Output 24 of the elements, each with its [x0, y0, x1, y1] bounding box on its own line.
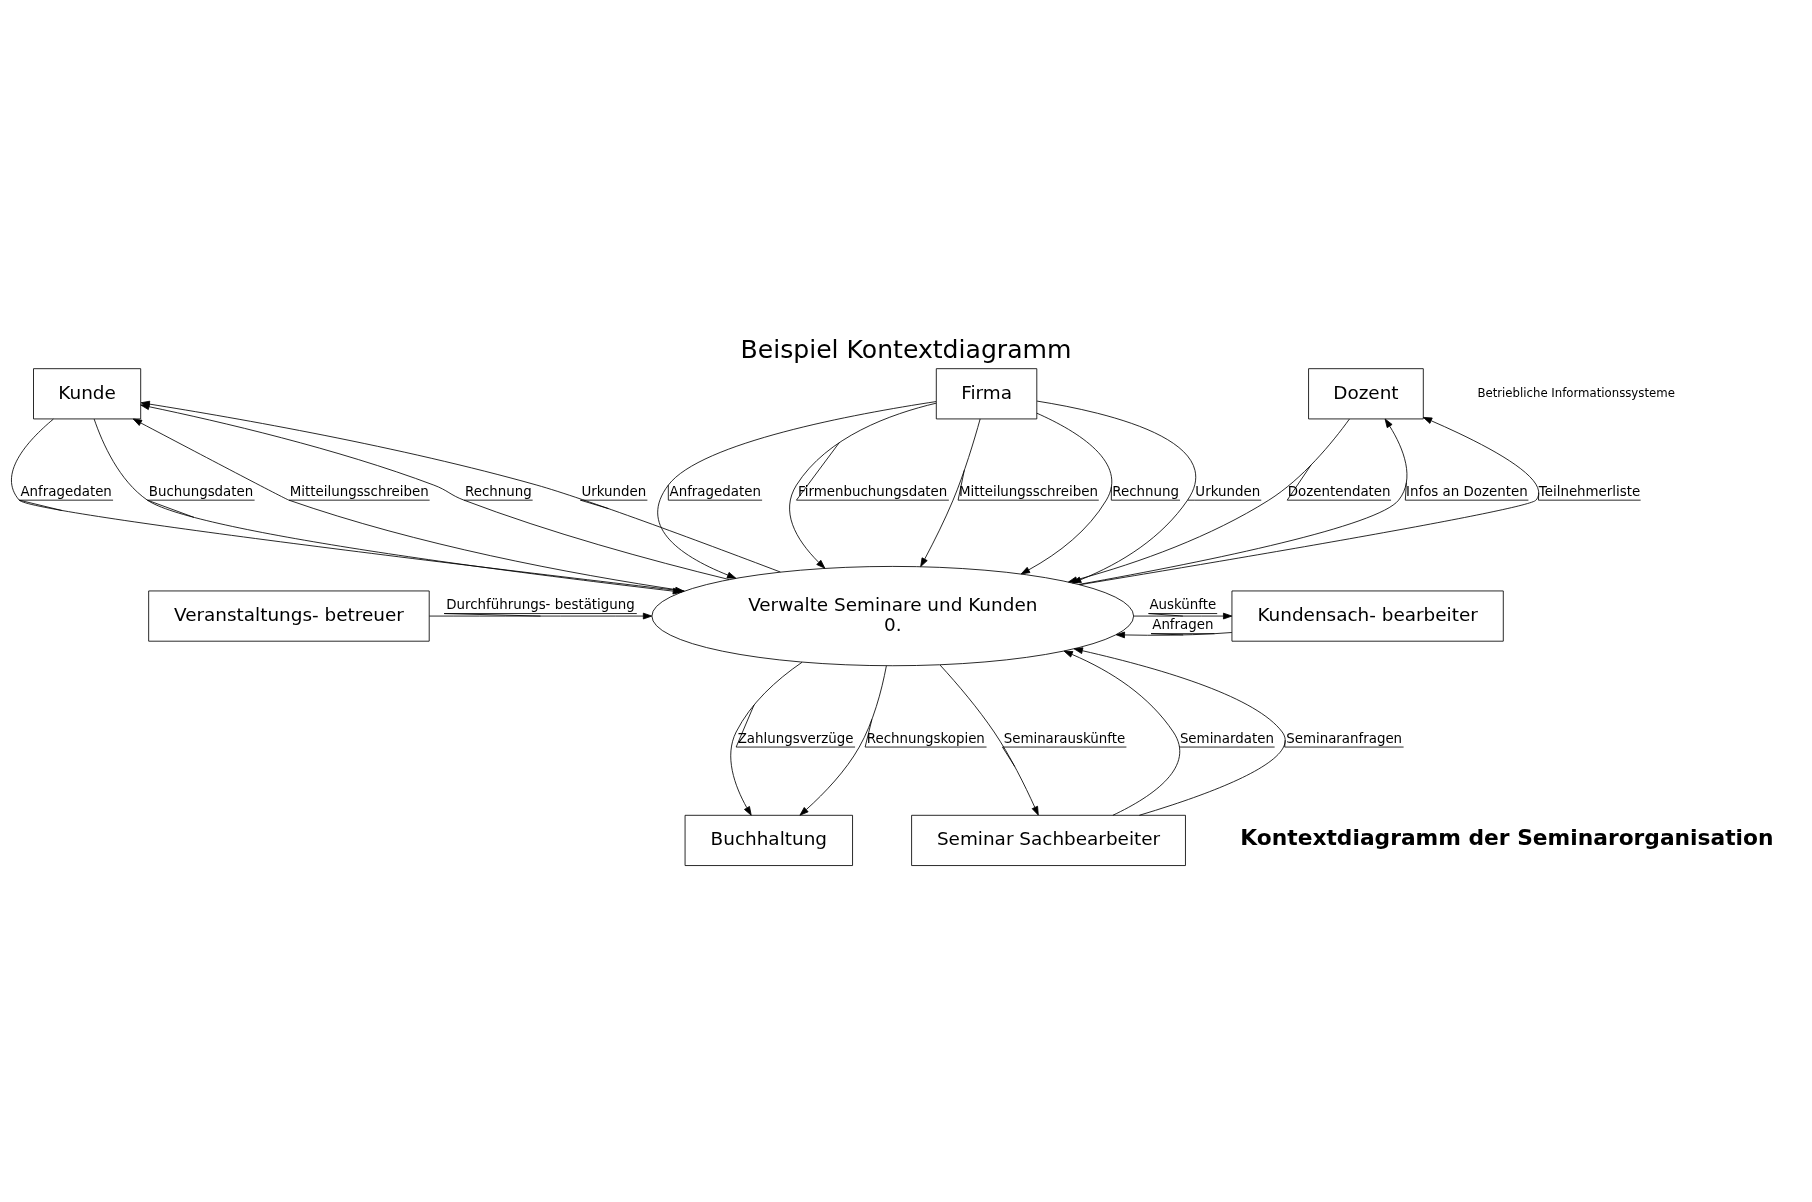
edge-label: Seminaranfragen: [1286, 730, 1403, 746]
edge-label: Anfragedaten: [20, 483, 112, 499]
label: Kontextdiagramm der Seminarorganisation: [1240, 824, 1774, 850]
edge-label: Firmenbuchungsdaten: [798, 483, 948, 499]
edge-label: Urkunden: [581, 483, 647, 499]
diagram-title: Beispiel Kontextdiagramm: [740, 334, 1072, 364]
edge-label: Rechnung: [464, 483, 532, 499]
edge-label: Seminarauskünfte: [1003, 730, 1126, 746]
edge-label: Rechnungskopien: [866, 730, 985, 746]
edge-label: Mitteilungsschreiben: [958, 483, 1098, 499]
edge-label: Anfragen: [1152, 617, 1214, 633]
edge-label: Anfragedaten: [669, 483, 761, 499]
edge-label: Zahlungsverzüge: [737, 730, 854, 746]
edge-label: Rechnung: [1112, 483, 1180, 499]
label: Betriebliche Informationssysteme: [1477, 385, 1675, 400]
edge-label: Buchungsdaten: [148, 483, 254, 499]
edge-label: Infos an Dozenten: [1406, 483, 1528, 499]
edge-label: Mitteilungsschreiben: [289, 483, 429, 499]
edge-label: Auskünfte: [1149, 597, 1217, 613]
edge-label: Teilnehmerliste: [1538, 483, 1641, 499]
edge-label: Urkunden: [1195, 483, 1261, 499]
edge-label: Dozentendaten: [1287, 483, 1391, 499]
edge-label: Seminardaten: [1179, 730, 1274, 746]
edge-label: Durchführungs- bestätigung: [446, 597, 635, 613]
